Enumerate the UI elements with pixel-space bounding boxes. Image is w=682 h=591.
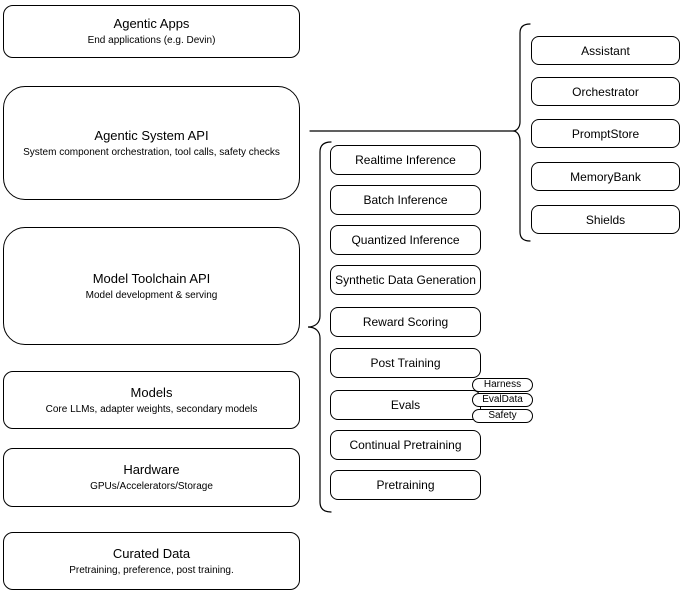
node-realtime-inference: Realtime Inference: [330, 145, 481, 175]
node-label: Synthetic Data Generation: [335, 273, 476, 287]
node-model-toolchain-api: Model Toolchain API Model development & …: [3, 227, 300, 345]
node-label: Batch Inference: [363, 193, 448, 207]
node-synthetic-data-generation: Synthetic Data Generation: [330, 265, 481, 295]
node-label: Assistant: [581, 43, 630, 58]
node-title: Agentic System API: [94, 127, 209, 143]
node-subtitle: Pretraining, preference, post training.: [69, 564, 234, 576]
node-batch-inference: Batch Inference: [330, 185, 481, 215]
node-title: Model Toolchain API: [92, 270, 211, 286]
node-orchestrator: Orchestrator: [531, 77, 680, 106]
node-subtitle: End applications (e.g. Devin): [87, 35, 216, 46]
node-label: Pretraining: [376, 478, 435, 492]
node-curated-data: Curated Data Pretraining, preference, po…: [3, 532, 300, 590]
node-label: Continual Pretraining: [349, 438, 462, 452]
node-evals: Evals: [330, 390, 481, 420]
node-subtitle: Core LLMs, adapter weights, secondary mo…: [45, 403, 258, 415]
tag-label: Safety: [488, 410, 517, 421]
node-quantized-inference: Quantized Inference: [330, 225, 481, 255]
node-continual-pretraining: Continual Pretraining: [330, 430, 481, 460]
node-title: Curated Data: [112, 545, 191, 561]
node-agentic-apps: Agentic Apps End applications (e.g. Devi…: [3, 5, 300, 58]
node-hardware: Hardware GPUs/Accelerators/Storage: [3, 448, 300, 507]
node-assistant: Assistant: [531, 36, 680, 65]
node-memorybank: MemoryBank: [531, 162, 680, 191]
node-subtitle: System component orchestration, tool cal…: [23, 146, 280, 158]
node-reward-scoring: Reward Scoring: [330, 307, 481, 337]
node-models: Models Core LLMs, adapter weights, secon…: [3, 371, 300, 429]
node-label: Realtime Inference: [355, 153, 456, 167]
node-label: Reward Scoring: [362, 315, 449, 329]
node-label: Evals: [390, 398, 421, 412]
node-title: Models: [130, 384, 173, 400]
node-title: Agentic Apps: [113, 16, 190, 31]
node-pretraining: Pretraining: [330, 470, 481, 500]
node-shields: Shields: [531, 205, 680, 234]
node-label: MemoryBank: [570, 169, 641, 184]
node-label: Post Training: [370, 356, 441, 370]
brace-toolchain-group: [307, 141, 332, 513]
tag-evaldata: EvalData: [472, 393, 533, 407]
node-title: Hardware: [123, 462, 180, 477]
tag-label: EvalData: [482, 394, 523, 405]
node-post-training: Post Training: [330, 348, 481, 378]
node-label: Shields: [585, 212, 626, 227]
brace-components-group: [512, 23, 531, 242]
tag-label: Harness: [483, 379, 522, 390]
tag-safety: Safety: [472, 409, 533, 423]
node-label: Orchestrator: [572, 84, 639, 99]
node-agentic-system-api: Agentic System API System component orch…: [3, 86, 300, 200]
node-label: PromptStore: [571, 126, 640, 141]
tag-harness: Harness: [472, 378, 533, 392]
node-label: Quantized Inference: [351, 233, 460, 247]
node-subtitle: GPUs/Accelerators/Storage: [90, 481, 213, 492]
node-subtitle: Model development & serving: [85, 289, 218, 301]
node-promptstore: PromptStore: [531, 119, 680, 148]
